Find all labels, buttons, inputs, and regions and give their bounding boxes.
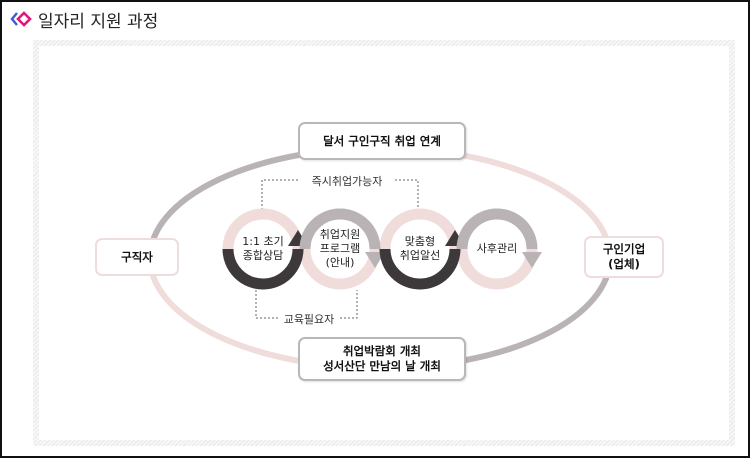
step-1-label: 1:1 초기 종합상담	[242, 235, 284, 262]
step-2-label: 취업지원 프로그램 (안내)	[319, 228, 361, 269]
right-node-employer: 구인기업 (업체)	[584, 236, 664, 278]
dotted-connectors	[255, 179, 419, 319]
double-chevron-diamond-icon	[10, 11, 32, 27]
arrow-step2-to-step3	[299, 208, 385, 268]
left-node-job-seeker: 구직자	[95, 238, 179, 276]
page-header: 일자리 지원 과정	[10, 6, 158, 32]
step-3-label: 맞춤형 취업알선	[399, 235, 441, 262]
top-node-job-matching: 달서 구인구직 취업 연계	[298, 122, 466, 160]
education-needed-label: 교육필요자	[280, 311, 338, 327]
page-title: 일자리 지원 과정	[38, 11, 159, 32]
bottom-node-job-fair: 취업박람회 개최 성서산단 만남의 날 개최	[298, 337, 466, 381]
arrow-step4-end	[456, 208, 542, 268]
immediate-employment-label: 즉시취업가능자	[308, 173, 386, 189]
step-4-label: 사후관리	[476, 242, 518, 255]
